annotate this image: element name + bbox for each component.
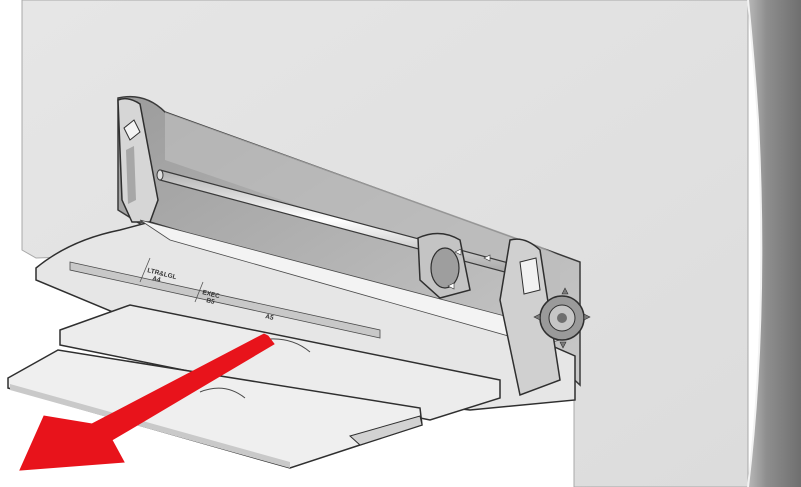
label-a5: A5 — [265, 313, 275, 322]
label-exec: EXEC — [202, 289, 221, 300]
right-tray-frame — [499, 238, 561, 397]
left-tray-arm — [117, 97, 159, 223]
label-b5: B5 — [206, 297, 216, 306]
label-a4: A4 — [152, 275, 162, 284]
tray-base — [35, 219, 576, 411]
tray-extension-outer[interactable] — [7, 349, 423, 469]
paper-width-guide[interactable] — [417, 232, 491, 299]
printer-side-panel — [748, 0, 801, 487]
gear-icon — [533, 287, 591, 349]
printer-edge-highlight — [747, 0, 763, 487]
pull-direction-arrow-icon — [19, 333, 275, 471]
